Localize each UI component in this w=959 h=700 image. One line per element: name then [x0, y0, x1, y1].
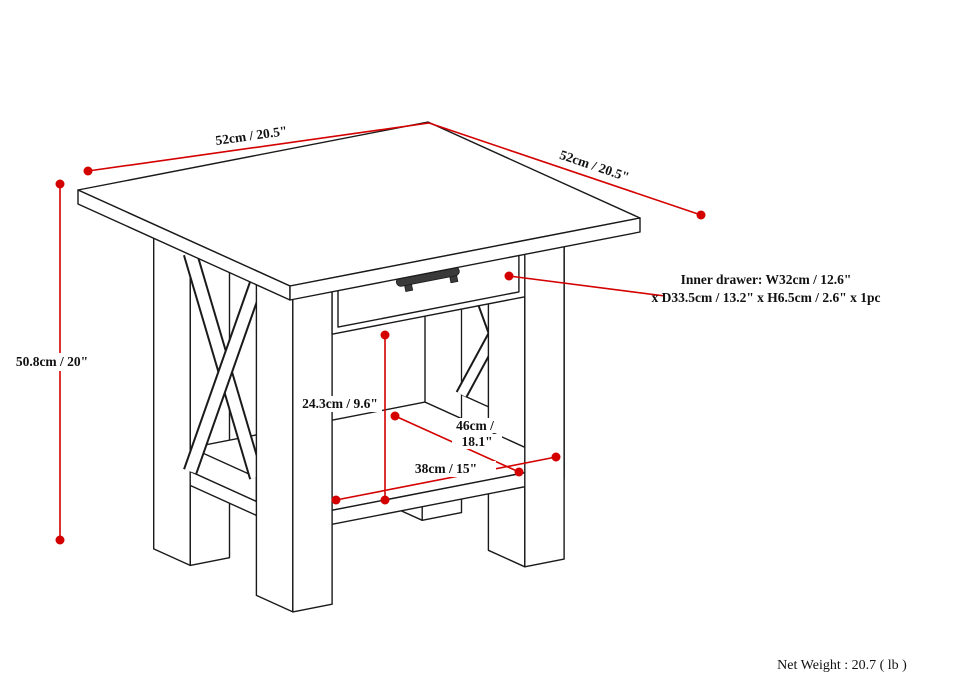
dimension-shelf-width: 38cm / 15" [331, 452, 561, 505]
clearance-label-background [296, 396, 382, 412]
net-weight-label: Net Weight : 20.7 ( lb ) [777, 658, 907, 673]
dimension-clearance: 24.3cm / 9.6" [296, 330, 390, 505]
top-width-line [87, 122, 430, 172]
clearance-top-dot [380, 330, 390, 340]
shelf-depth-label-background-2 [452, 434, 502, 449]
drawer-handle [395, 266, 460, 293]
shelf-depth-label-line2: 18.1" [461, 434, 492, 449]
top-depth-line [428, 122, 702, 216]
dimension-height: 50.8cm / 20" [6, 179, 98, 545]
left-x-bar-2 [185, 281, 262, 474]
top-depth-endpoint-dot [696, 210, 706, 220]
height-label: 50.8cm / 20" [16, 354, 88, 369]
front-leg-left-face [255, 258, 294, 613]
shelf-width-label: 38cm / 15" [415, 461, 477, 476]
shelf-depth-end-dot [514, 467, 524, 477]
top-width-endpoint-dot [83, 166, 93, 176]
left-front-leg-face [152, 212, 191, 567]
dimension-shelf-depth: 46cm / 18.1" [390, 411, 524, 477]
table-line-drawing [77, 121, 641, 613]
left-x-brace [183, 251, 264, 480]
front-leg-front-face [292, 267, 333, 613]
height-top-dot [55, 179, 65, 189]
tabletop [77, 121, 641, 301]
right-leg-front-face [524, 222, 565, 568]
drawer-leader-line [508, 275, 666, 297]
clearance-bottom-dot [380, 495, 390, 505]
height-label-background [6, 353, 98, 371]
drawer-leader-dot [504, 271, 514, 281]
drawer-note-line1: Inner drawer: W32cm / 12.6" [681, 272, 852, 287]
drawer-note-line2: x D33.5cm / 13.2" x H6.5cm / 2.6" x 1pc [651, 290, 880, 305]
shelf-depth-start-dot [390, 411, 400, 421]
shelf-depth-label-line1: 46cm / [456, 418, 494, 433]
clearance-label: 24.3cm / 9.6" [302, 396, 378, 411]
shelf-width-label-background [396, 461, 496, 477]
shelf-width-left-dot [331, 495, 341, 505]
height-bottom-dot [55, 535, 65, 545]
tabletop-right-edge [289, 217, 641, 301]
drawer-note: Inner drawer: W32cm / 12.6" x D33.5cm / … [504, 271, 881, 305]
shelf-depth-label-background-1 [446, 418, 504, 433]
shelf-width-line [335, 456, 557, 501]
shelf-width-right-dot [551, 452, 561, 462]
